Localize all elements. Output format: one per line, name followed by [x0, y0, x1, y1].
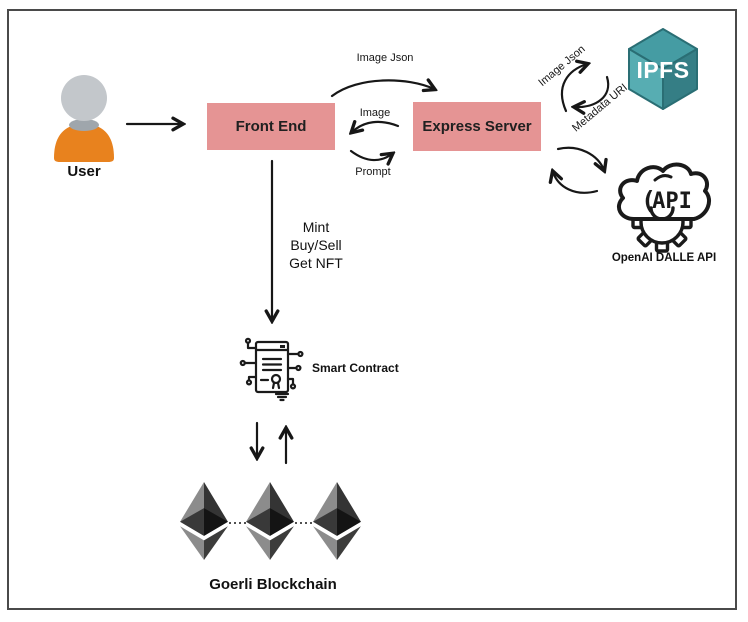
openai-api-icon: ( API — [617, 162, 711, 253]
user-collar — [69, 119, 99, 131]
arrow-express-to-ipfs — [560, 64, 587, 113]
edge-label-image: Image — [359, 107, 391, 119]
diagram-border — [7, 9, 737, 610]
cloud-puff-detail — [653, 174, 673, 182]
express-server-node: Express Server — [413, 102, 541, 151]
ipfs-cube-right-face — [662, 48, 698, 110]
ethereum-logo — [180, 482, 228, 560]
gear-hub-arc — [649, 206, 675, 221]
openai-api-label: OpenAI DALLE API — [611, 252, 717, 264]
ipfs-label: IPFS — [636, 57, 689, 83]
arrow-express-to-api — [556, 146, 604, 170]
edge-label-mint-line: Mint — [302, 219, 330, 235]
arrow-frontend-to-express — [330, 80, 434, 98]
arrow-ipfs-to-express — [575, 75, 610, 107]
contract-seal — [270, 373, 282, 385]
edge-label-prompt: Prompt — [355, 166, 391, 178]
edge-label-mint-buysell-getnft: Mint Buy/Sell Get NFT — [283, 218, 349, 272]
arrow-frontend-to-express-prompt — [349, 149, 392, 160]
arrow-express-to-frontend-image — [352, 122, 400, 132]
ethereum-logo — [246, 482, 294, 560]
front-end-node: Front End — [207, 103, 335, 150]
user-label: User — [67, 163, 101, 180]
edge-label-getnft-line: Get NFT — [289, 255, 343, 271]
ground-symbol — [274, 392, 290, 402]
edge-label-buysell-line: Buy/Sell — [290, 237, 342, 253]
smart-contract-label: Smart Contract — [312, 361, 399, 375]
user-head — [61, 75, 107, 121]
user-body — [54, 124, 114, 162]
ipfs-icon: IPFS — [628, 28, 698, 110]
api-icon-text: API — [652, 189, 692, 214]
user-icon — [54, 75, 114, 162]
api-paren-detail: ( — [641, 186, 656, 215]
cloud-icon — [617, 162, 711, 221]
smart-contract-icon — [239, 337, 304, 402]
express-server-label: Express Server — [422, 118, 532, 135]
ethereum-logo — [313, 482, 361, 560]
goerli-blockchain-label: Goerli Blockchain — [209, 576, 337, 593]
edge-label-image-json: Image Json — [356, 52, 414, 64]
arrow-api-to-express — [553, 172, 599, 194]
front-end-label: Front End — [235, 118, 307, 135]
